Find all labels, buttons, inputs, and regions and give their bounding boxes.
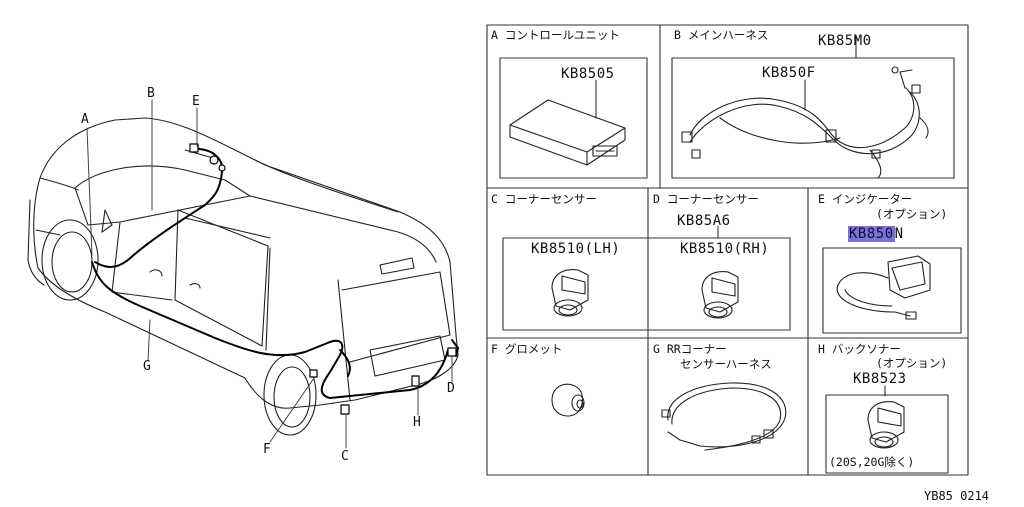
parts-table-grid [486,24,969,476]
back-sonar-illustration [867,401,905,449]
part-number-highlight: KB850 [848,226,895,242]
part-number-back-sonar[interactable]: KB8523 [853,371,907,387]
main-harness-illustration [681,66,929,179]
part-number-main-harness[interactable]: KB850F [762,65,816,81]
cell-h-subtitle: (オプション) [876,356,948,370]
cell-h-title: H バックソナー [818,342,901,356]
callout-b: B [147,86,155,101]
callout-g: G [143,359,151,374]
corner-sensor-lh-illustration [551,269,589,317]
part-number-control-unit[interactable]: KB8505 [561,66,615,82]
callout-f: F [263,442,271,457]
part-number-sensor-group[interactable]: KB85A6 [677,213,731,229]
part-number-indicator[interactable]: KB850N [848,226,904,242]
cell-d-title: D コーナーセンサー [653,192,759,206]
harness-routing [91,147,459,399]
cell-h-note: (20S,20G除く) [829,455,915,469]
callout-leaders [86,99,453,449]
cell-f-title: F グロメット [491,342,563,356]
callout-e: E [192,94,200,109]
part-number-harness-group[interactable]: KB85M0 [818,33,872,49]
cell-g-subtitle: センサーハーネス [680,357,772,371]
part-number-corner-sensor-lh[interactable]: KB8510(LH) [531,241,621,257]
vehicle-illustration [27,117,459,436]
cell-b-title: B メインハーネス [674,28,769,42]
indicator-illustration [836,255,931,320]
corner-sensor-rh-illustration [701,271,739,319]
part-number-indicator-suffix: N [894,226,904,242]
grommet-illustration [551,383,585,417]
cell-e-subtitle: (オプション) [876,207,948,221]
cell-c-title: C コーナーセンサー [491,192,597,206]
cell-g-title: G RRコーナー [653,342,727,356]
harness-connectors [189,143,457,415]
footer-code: YB85 0214 [924,489,990,503]
control-unit-illustration [509,99,626,166]
cell-e-title: E インジケーター [818,192,913,206]
part-number-corner-sensor-rh[interactable]: KB8510(RH) [680,241,770,257]
callout-c: C [341,449,349,464]
rr-sensor-harness-illustration [661,382,787,451]
callout-h: H [413,415,421,430]
cell-a-title: A コントロールユニット [491,28,620,42]
callout-a: A [81,112,89,127]
callout-d: D [447,381,455,396]
